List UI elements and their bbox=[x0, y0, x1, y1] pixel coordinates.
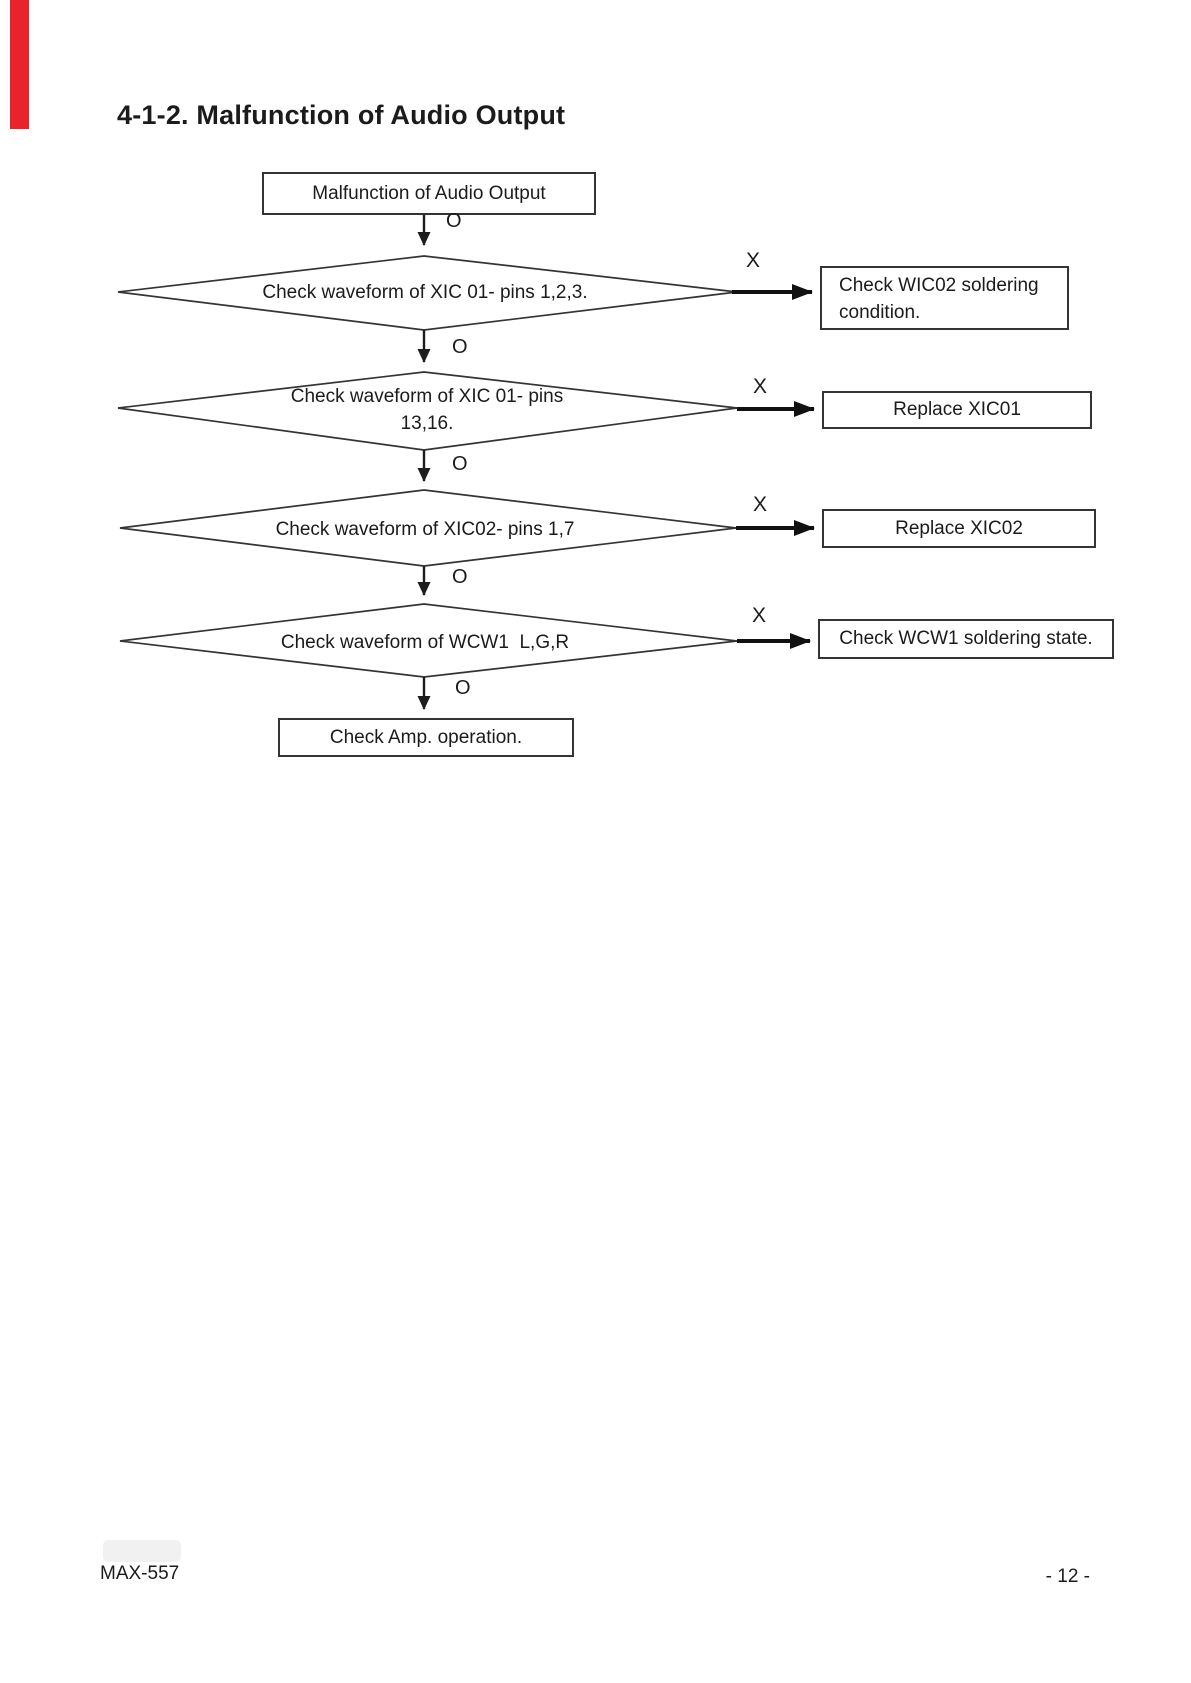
scan-smudge bbox=[103, 1540, 181, 1562]
red-edge-mark bbox=[10, 0, 29, 129]
ok-branch-label-2: O bbox=[452, 336, 468, 358]
ok-branch-label-3: O bbox=[452, 453, 468, 475]
action-box-3: Replace XIC02 bbox=[822, 509, 1096, 548]
page-number: - 12 - bbox=[1045, 1566, 1090, 1587]
action-box-4: Check WCW1 soldering state. bbox=[818, 619, 1114, 659]
footer-model-number: MAX-557 bbox=[100, 1563, 180, 1584]
ok-branch-label-4: O bbox=[452, 566, 468, 588]
section-title: 4-1-2. Malfunction of Audio Output bbox=[117, 100, 566, 130]
action-box-1: Check WIC02 soldering condition. bbox=[820, 266, 1069, 330]
flowchart-start-node: Malfunction of Audio Output bbox=[262, 172, 596, 215]
ng-branch-label-2: X bbox=[753, 375, 768, 398]
ng-branch-label-4: X bbox=[752, 604, 767, 627]
action-box-2: Replace XIC01 bbox=[822, 391, 1092, 429]
decision-text-1: Check waveform of XIC 01- pins 1,2,3. bbox=[262, 282, 588, 303]
ok-branch-label-5: O bbox=[455, 677, 471, 699]
ok-branch-label-1: O bbox=[446, 210, 462, 232]
decision-text-2: Check waveform of XIC 01- pins 13,16. bbox=[290, 386, 569, 434]
decision-text-3: Check waveform of XIC02- pins 1,7 bbox=[275, 519, 575, 540]
flowchart-end-node: Check Amp. operation. bbox=[278, 718, 574, 757]
ng-branch-label-1: X bbox=[746, 249, 761, 272]
decision-text-4: Check waveform of WCW1 L,G,R bbox=[280, 632, 570, 653]
ng-branch-label-3: X bbox=[753, 493, 768, 516]
